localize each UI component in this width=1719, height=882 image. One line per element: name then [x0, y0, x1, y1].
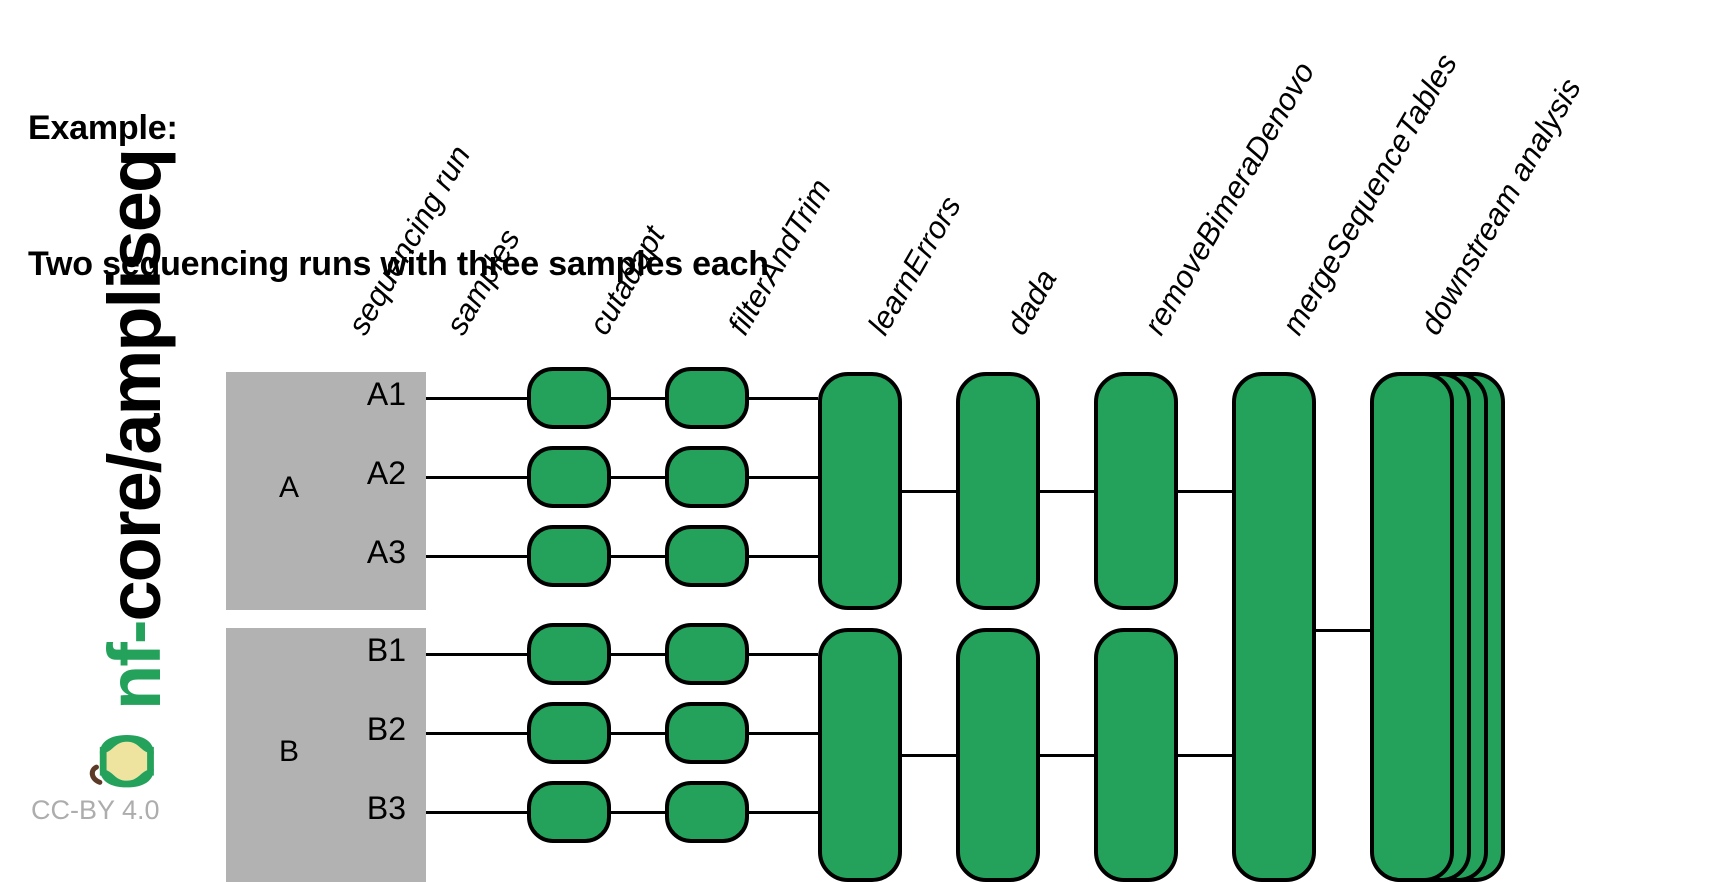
process-dada-run-a[interactable] — [956, 372, 1040, 610]
run-group-box-run-a — [226, 372, 426, 610]
sample-label-a1: A1 — [366, 376, 406, 412]
process-cutadapt-a2[interactable] — [527, 446, 611, 508]
wire-filter-to-learnerrors-a2 — [749, 475, 818, 479]
wire-cutadapt-to-filter-b2 — [611, 731, 665, 735]
wire-cutadapt-to-filter-a3 — [611, 554, 665, 558]
sample-label-b1: B1 — [366, 632, 406, 668]
process-cutadapt-a1[interactable] — [527, 367, 611, 429]
process-filterandtrim-b3[interactable] — [665, 781, 749, 843]
column-header-dada: dada — [998, 263, 1064, 341]
process-filterandtrim-a2[interactable] — [665, 446, 749, 508]
nf-core-double-helix-apple-logo — [89, 735, 154, 788]
wire-filter-to-learnerrors-b3 — [749, 810, 818, 814]
wire-sample-to-cutadapt-b3 — [426, 810, 527, 814]
run-label-run-a: A — [278, 471, 299, 504]
process-cutadapt-b1[interactable] — [527, 623, 611, 685]
sample-label-a2: A2 — [366, 455, 406, 491]
process-mergesequencetables[interactable] — [1232, 372, 1316, 882]
wire-removebimeradenovo-to-merge-run-b — [1178, 753, 1232, 757]
column-header-samples: samples — [438, 223, 527, 341]
title-line-1: Example: — [28, 109, 178, 148]
wire-filter-to-learnerrors-a1 — [749, 396, 818, 400]
nf-core-branding: nf-core/ampliseq — [0, 150, 190, 800]
wire-filter-to-learnerrors-b2 — [749, 731, 818, 735]
wire-cutadapt-to-filter-b3 — [611, 810, 665, 814]
wire-removebimeradenovo-to-merge-run-a — [1178, 489, 1232, 493]
process-filterandtrim-a1[interactable] — [665, 367, 749, 429]
wire-learnerrors-to-next-run-b — [902, 753, 956, 757]
wire-dada-to-next-run-b — [1040, 753, 1094, 757]
process-filterandtrim-a3[interactable] — [665, 525, 749, 587]
process-learnerrors-run-a[interactable] — [818, 372, 902, 610]
wire-sample-to-cutadapt-a2 — [426, 475, 527, 479]
process-cutadapt-a3[interactable] — [527, 525, 611, 587]
wire-dada-to-next-run-a — [1040, 489, 1094, 493]
page-title: Example: Two sequencing runs with three … — [28, 16, 769, 333]
process-removebimeradenovo-run-a[interactable] — [1094, 372, 1178, 610]
process-filterandtrim-b1[interactable] — [665, 623, 749, 685]
run-label-run-b: B — [278, 735, 299, 768]
wire-learnerrors-to-next-run-a — [902, 489, 956, 493]
run-group-box-run-b — [226, 628, 426, 882]
wire-merge-to-downstream — [1316, 628, 1370, 632]
wire-sample-to-cutadapt-a3 — [426, 554, 527, 558]
wire-cutadapt-to-filter-a2 — [611, 475, 665, 479]
process-cutadapt-b2[interactable] — [527, 702, 611, 764]
process-downstream-analysis-4[interactable] — [1370, 372, 1454, 882]
license-label: CC-BY 4.0 — [31, 795, 160, 825]
wire-sample-to-cutadapt-a1 — [426, 396, 527, 400]
column-header-filterandtrim: filterAndTrim — [720, 172, 838, 341]
column-header-cutadapt: cutadapt — [581, 219, 672, 341]
wire-sample-to-cutadapt-b2 — [426, 731, 527, 735]
wire-filter-to-learnerrors-b1 — [749, 652, 818, 656]
process-dada-run-b[interactable] — [956, 628, 1040, 882]
process-cutadapt-b3[interactable] — [527, 781, 611, 843]
title-line-2: Two sequencing runs with three samples e… — [28, 245, 769, 284]
column-header-downstream-analysis: downstream analysis — [1412, 72, 1588, 341]
sample-label-a3: A3 — [366, 534, 406, 570]
process-learnerrors-run-b[interactable] — [818, 628, 902, 882]
process-removebimeradenovo-run-b[interactable] — [1094, 628, 1178, 882]
column-header-learnerrors: learnErrors — [860, 190, 968, 341]
wire-sample-to-cutadapt-b1 — [426, 652, 527, 656]
wire-filter-to-learnerrors-a3 — [749, 554, 818, 558]
process-filterandtrim-b2[interactable] — [665, 702, 749, 764]
wire-cutadapt-to-filter-b1 — [611, 652, 665, 656]
sample-label-b2: B2 — [366, 711, 406, 747]
sample-label-b3: B3 — [366, 790, 406, 826]
wire-cutadapt-to-filter-a1 — [611, 396, 665, 400]
